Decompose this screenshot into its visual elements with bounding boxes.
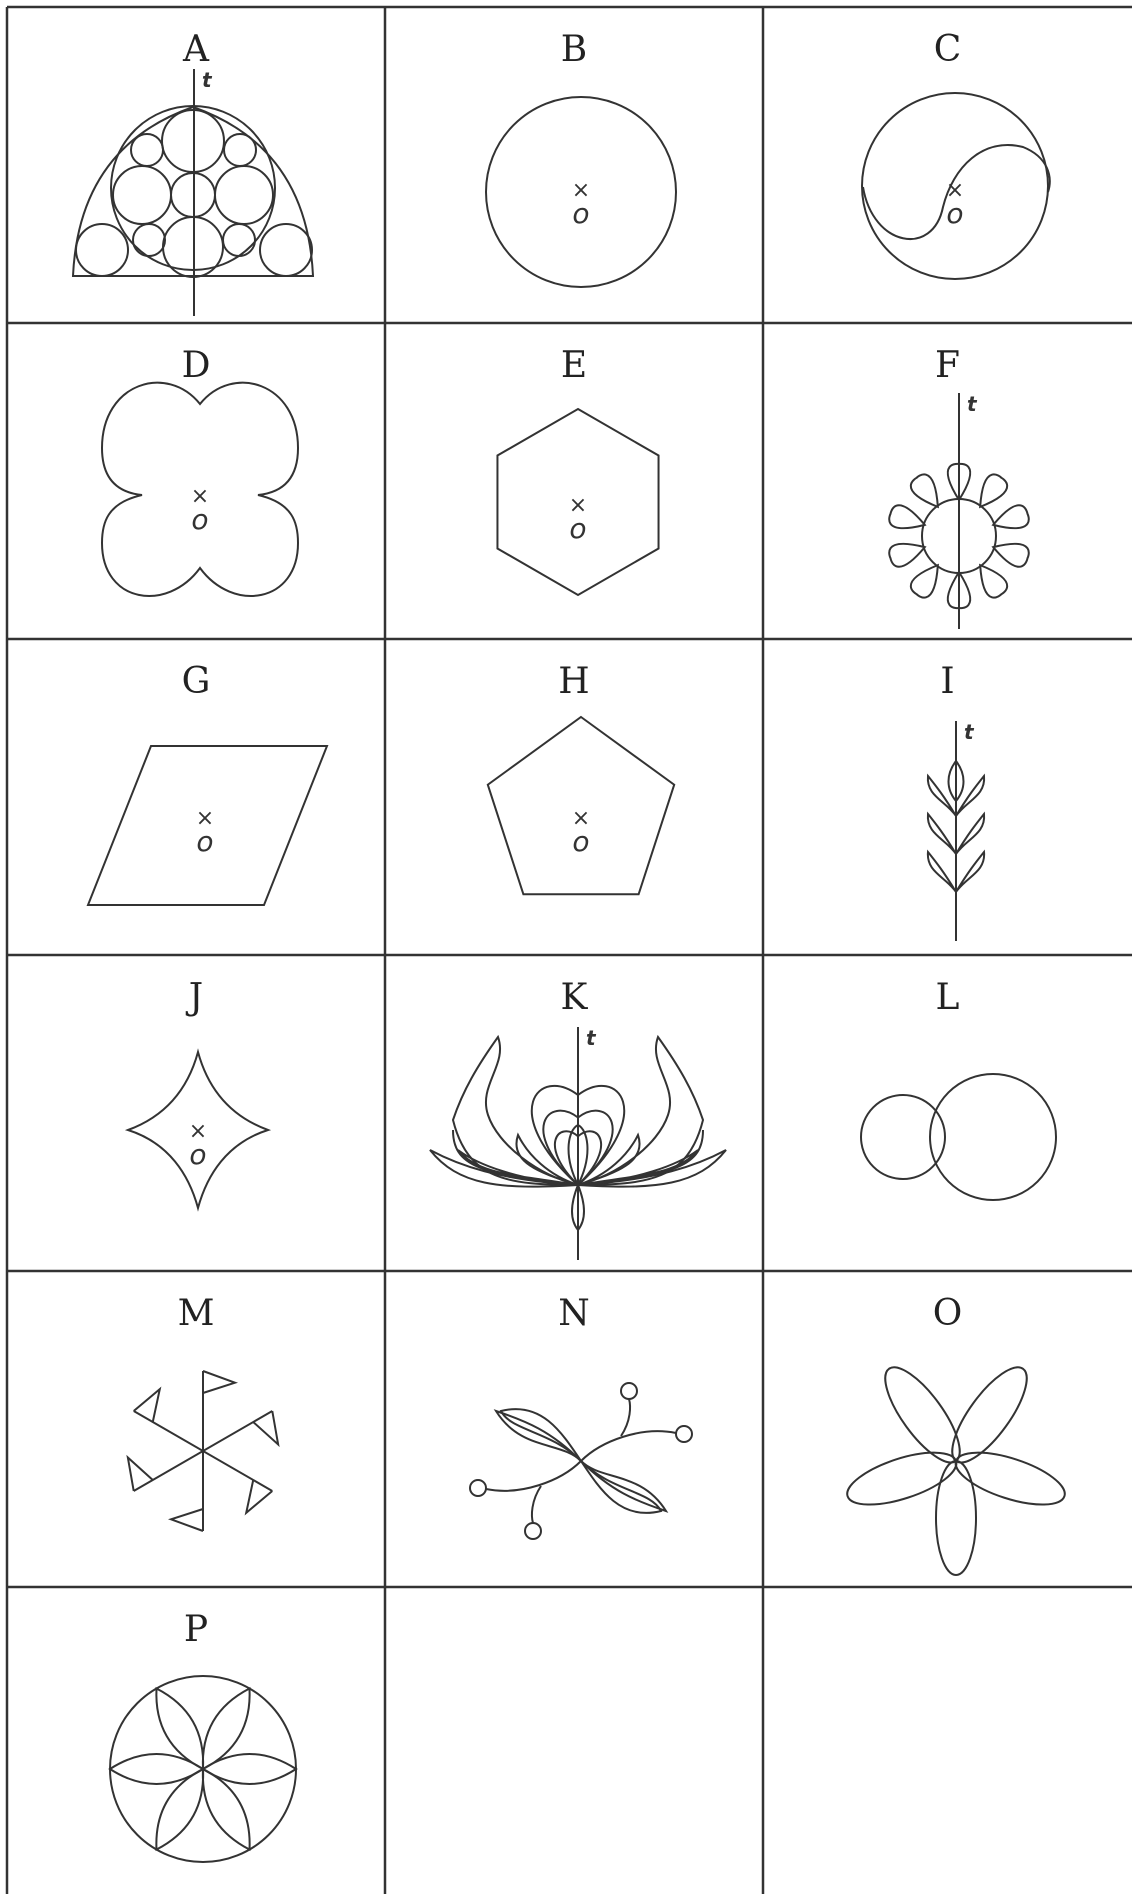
circle-figure: ×o [385, 7, 763, 323]
panel-e: E×o [385, 323, 763, 639]
panel-n: N [385, 1271, 763, 1587]
left-leaf [928, 852, 956, 892]
panel-p: P [7, 1587, 385, 1894]
panel-l: L [763, 955, 1132, 1271]
heart-petal [889, 544, 925, 567]
heart-petal [889, 505, 925, 528]
swirl-stem [581, 1431, 676, 1461]
ellipse-petal [950, 1442, 1071, 1515]
ellipse-petal [936, 1461, 976, 1575]
axis-label: t [964, 720, 975, 744]
origin-label: o [189, 1138, 206, 1171]
heart-petal [993, 505, 1029, 528]
panel-j: J×o [7, 955, 385, 1271]
four-lobed-shape-figure: ×o [7, 323, 385, 639]
five-ellipse-flower-figure [763, 1271, 1132, 1587]
flag-triangle [203, 1371, 235, 1393]
circle-shape [260, 224, 312, 276]
pentagon-figure: ×o [385, 639, 763, 955]
flag-triangle [128, 1458, 153, 1491]
hexagon-figure: ×o [385, 323, 763, 639]
swirl-leaf [581, 1461, 666, 1511]
panel-empty [763, 1587, 1132, 1894]
origin-label: o [569, 512, 586, 545]
panel-h: H×o [385, 639, 763, 955]
stem-bud [525, 1523, 541, 1539]
panel-m: M [7, 1271, 385, 1587]
heart-petal [911, 474, 938, 506]
axis-label: t [202, 68, 213, 92]
small-circle [861, 1095, 945, 1179]
left-leaf [928, 814, 956, 854]
swirl-stem-branch [532, 1486, 541, 1523]
circle-shape [223, 224, 255, 256]
axis-label: t [586, 1026, 597, 1050]
four-point-star-figure: ×o [7, 955, 385, 1271]
circle-yin-yang-curve-figure: ×o [763, 7, 1132, 323]
circle-shape [215, 166, 273, 224]
origin-label: o [572, 825, 589, 858]
two-overlapping-circles-figure [763, 955, 1132, 1271]
leaf-sprig-figure: t [763, 639, 1132, 955]
ellipse-petal [940, 1357, 1039, 1473]
axis-label: t [967, 392, 978, 416]
swirl-stem [486, 1461, 581, 1491]
stem-bud [470, 1480, 486, 1496]
circle-shape [76, 224, 128, 276]
circle-with-six-petal-rosette-figure [7, 1587, 385, 1894]
right-leaf [956, 852, 984, 892]
origin-label: o [572, 197, 589, 230]
flag-triangle [134, 1389, 160, 1422]
swirl-stem-branch [621, 1399, 630, 1436]
heart-petal [911, 565, 938, 597]
large-circle [930, 1074, 1056, 1200]
stem-bud [676, 1426, 692, 1442]
lotus-ornament-figure: t [385, 955, 763, 1271]
panel-g: G×o [7, 639, 385, 955]
heart-petal [980, 474, 1007, 506]
heart-petal [980, 565, 1007, 597]
flag-triangle [246, 1480, 272, 1513]
circle-shape [224, 134, 256, 166]
panel-empty [385, 1587, 763, 1894]
parallelogram-figure: ×o [7, 639, 385, 955]
circle-shape [113, 166, 171, 224]
origin-label: o [196, 825, 213, 858]
panel-c: C×o [763, 7, 1132, 323]
stem-bud [621, 1383, 637, 1399]
ellipse-petal [841, 1442, 962, 1515]
flower-with-heart-petals-figure: t [763, 323, 1132, 639]
origin-label: o [191, 503, 208, 536]
panel-b: B×o [385, 7, 763, 323]
rosette-petal [203, 1754, 296, 1784]
circle-shape [133, 224, 165, 256]
panel-d: D×o [7, 323, 385, 639]
swirl-leaf [496, 1411, 581, 1461]
flag-snowflake-figure [7, 1271, 385, 1587]
right-leaf [956, 814, 984, 854]
swirl-leaves-figure [385, 1271, 763, 1587]
origin-label: o [946, 197, 963, 230]
rosette-petal [110, 1754, 203, 1784]
semicircle-packed-circles-figure: t [7, 7, 385, 323]
flag-triangle [253, 1411, 278, 1444]
panel-k: Kt [385, 955, 763, 1271]
ellipse-petal [873, 1357, 972, 1473]
heart-petal [993, 544, 1029, 567]
panel-o: O [763, 1271, 1132, 1587]
empty-figure [385, 1587, 763, 1894]
empty-figure [763, 1587, 1132, 1894]
flag-triangle [171, 1509, 203, 1531]
circle-shape [131, 134, 163, 166]
